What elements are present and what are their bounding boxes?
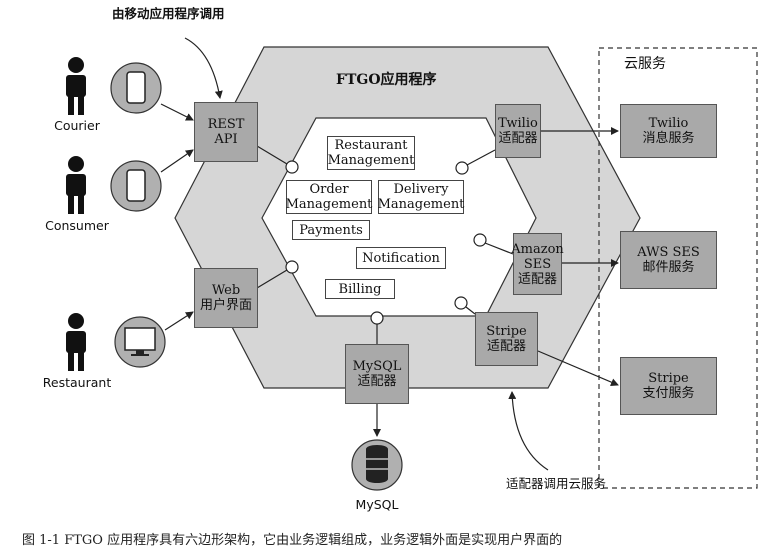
twilio-connector: [466, 149, 496, 166]
rest-api-adapter: REST API: [194, 102, 258, 162]
cloud-title: 云服务: [624, 56, 666, 72]
hexagon-title: FTGO应用程序: [336, 72, 437, 88]
aws-ses-service: AWS SES 邮件服务: [620, 231, 717, 289]
web-port: [285, 260, 299, 274]
restaurant-label: Restaurant: [42, 375, 112, 390]
amazon-ses-adapter: Amazon SES 适配器: [511, 233, 564, 295]
consumer-figure: [66, 156, 86, 214]
twilio-port: [455, 161, 469, 175]
consumer-label: Consumer: [45, 218, 109, 233]
stripe-connector: [465, 306, 476, 315]
mysql-adapter: MySQL 适配器: [345, 344, 409, 404]
courier-label: Courier: [54, 118, 100, 133]
top-annotation-arrow: [184, 37, 223, 99]
cloud-frame: [598, 47, 758, 489]
stripe-adapter: Stripe 适配器: [475, 312, 538, 366]
bottom-annotation-arrow: [508, 391, 549, 471]
consumer-arrow: [160, 149, 194, 173]
phone-icon: [110, 62, 162, 114]
monitor-icon: [114, 316, 166, 368]
cloud-annotation: 适配器调用云服务: [506, 476, 607, 491]
web-ui-adapter: Web 用户界面: [194, 268, 258, 328]
notification-module: Notification: [356, 247, 446, 269]
stripe-service-arrow: [537, 350, 619, 386]
payments-module: Payments: [292, 220, 370, 240]
twilio-service: Twilio 消息服务: [620, 104, 717, 158]
order-management-module: Order Management: [285, 180, 373, 214]
amazon-connector: [484, 242, 514, 255]
billing-module: Billing: [325, 279, 395, 299]
delivery-management-module: Delivery Management: [377, 180, 465, 214]
mobile-annotation: 由移动应用程序调用: [112, 6, 225, 21]
courier-figure: [66, 57, 86, 115]
amazon-port: [473, 233, 487, 247]
courier-arrow: [160, 103, 194, 121]
figure-caption: 图 1-1 FTGO 应用程序具有六边形架构，它由业务逻辑组成，业务逻辑外面是实…: [22, 533, 563, 548]
web-connector: [256, 269, 288, 289]
restaurant-figure: [66, 313, 86, 371]
twilio-adapter: Twilio 适配器: [495, 104, 541, 158]
restaurant-management-module: Restaurant Management: [327, 136, 415, 170]
stripe-service: Stripe 支付服务: [620, 357, 717, 415]
database-icon: [351, 439, 403, 491]
mysql-port: [370, 311, 384, 325]
stripe-port: [454, 296, 468, 310]
rest-connector: [256, 145, 288, 165]
phone-icon: [110, 160, 162, 212]
rest-port: [285, 160, 299, 174]
mysql-db-label: MySQL: [355, 497, 399, 512]
restaurant-arrow: [164, 311, 194, 331]
